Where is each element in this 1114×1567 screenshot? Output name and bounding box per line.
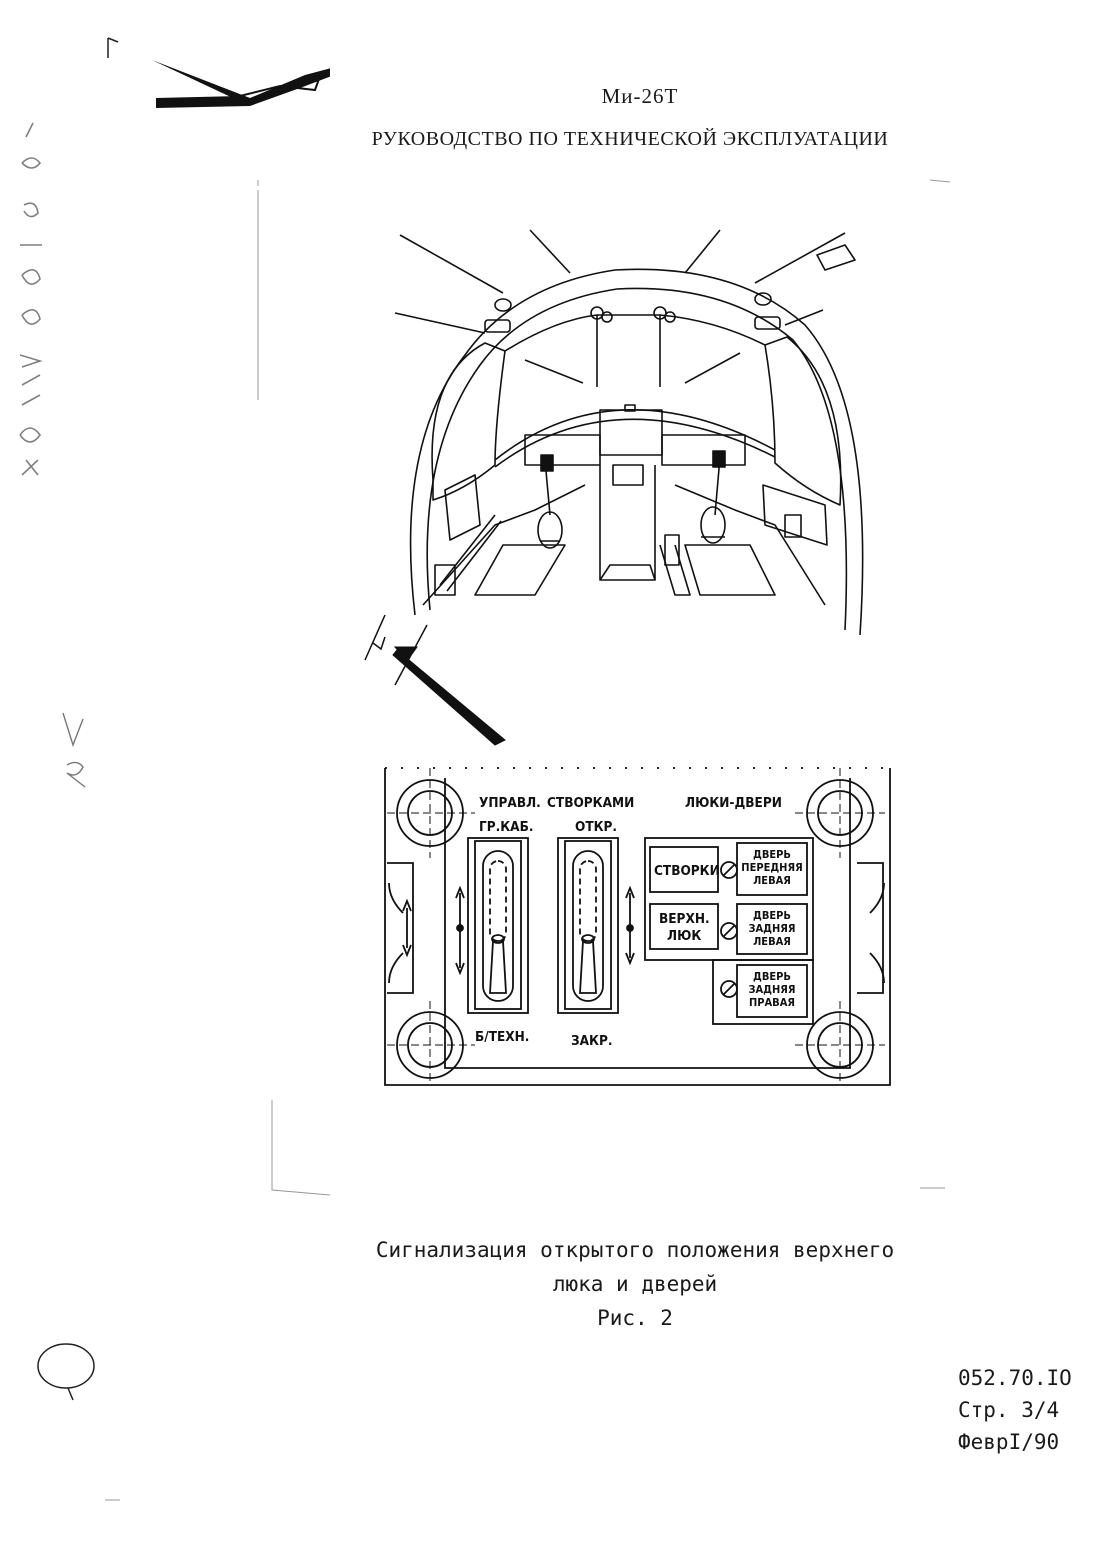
label-b-tekhn: Б/ТЕХН. (475, 1029, 529, 1045)
lamp-verkh-luk-2: ЛЮК (667, 928, 701, 944)
margin-handwriting (19, 122, 43, 476)
page-number: Стр. 3/4 (958, 1398, 1060, 1422)
margin-mark (62, 712, 86, 788)
lamp-stvorki: СТВОРКИ (654, 863, 720, 879)
handwritten-page-stamp (37, 1343, 95, 1401)
figure-caption-line2: люка и дверей (552, 1272, 718, 1296)
label-otkr: ОТКР. (575, 819, 617, 835)
cockpit-illustration (364, 229, 864, 746)
doc-number: 052.70.IO (958, 1366, 1072, 1390)
door-rear-right-1: ДВЕРЬ (753, 970, 791, 983)
manual-title: РУКОВОДСТВО ПО ТЕХНИЧЕСКОЙ ЭКСПЛУАТАЦИИ (371, 128, 889, 150)
label-zakr: ЗАКР. (571, 1033, 612, 1049)
label-upravl: УПРАВЛ. (479, 795, 541, 811)
door-rear-left-3: ЛЕВАЯ (753, 935, 791, 948)
figure-number: Рис. 2 (597, 1306, 673, 1330)
door-front-left-3: ЛЕВАЯ (753, 874, 791, 887)
revision-date: ФевpI/90 (958, 1430, 1060, 1454)
control-panel: УПРАВЛ. СТВОРКАМИ ЛЮКИ-ДВЕРИ ГР.КАБ. ОТК… (384, 767, 891, 1086)
lamp-verkh-luk-1: ВЕРХН. (659, 911, 710, 927)
door-front-left-1: ДВЕРЬ (753, 848, 791, 861)
label-stvorkami: СТВОРКАМИ (547, 795, 634, 811)
label-gr-kab: ГР.КАБ. (479, 819, 533, 835)
door-front-left-2: ПЕРЕДНЯЯ (741, 861, 802, 874)
door-rear-left-2: ЗАДНЯЯ (748, 922, 795, 935)
figure-caption-line1: Сигнализация открытого положения верхнег… (375, 1238, 895, 1262)
door-rear-left-1: ДВЕРЬ (753, 909, 791, 922)
label-lyuki-dveri: ЛЮКИ-ДВЕРИ (685, 795, 782, 811)
logo-mark (107, 37, 330, 108)
model-name: Ми-26Т (601, 84, 679, 108)
door-rear-right-2: ЗАДНЯЯ (748, 983, 795, 996)
door-rear-right-3: ПРАВАЯ (749, 996, 795, 1009)
